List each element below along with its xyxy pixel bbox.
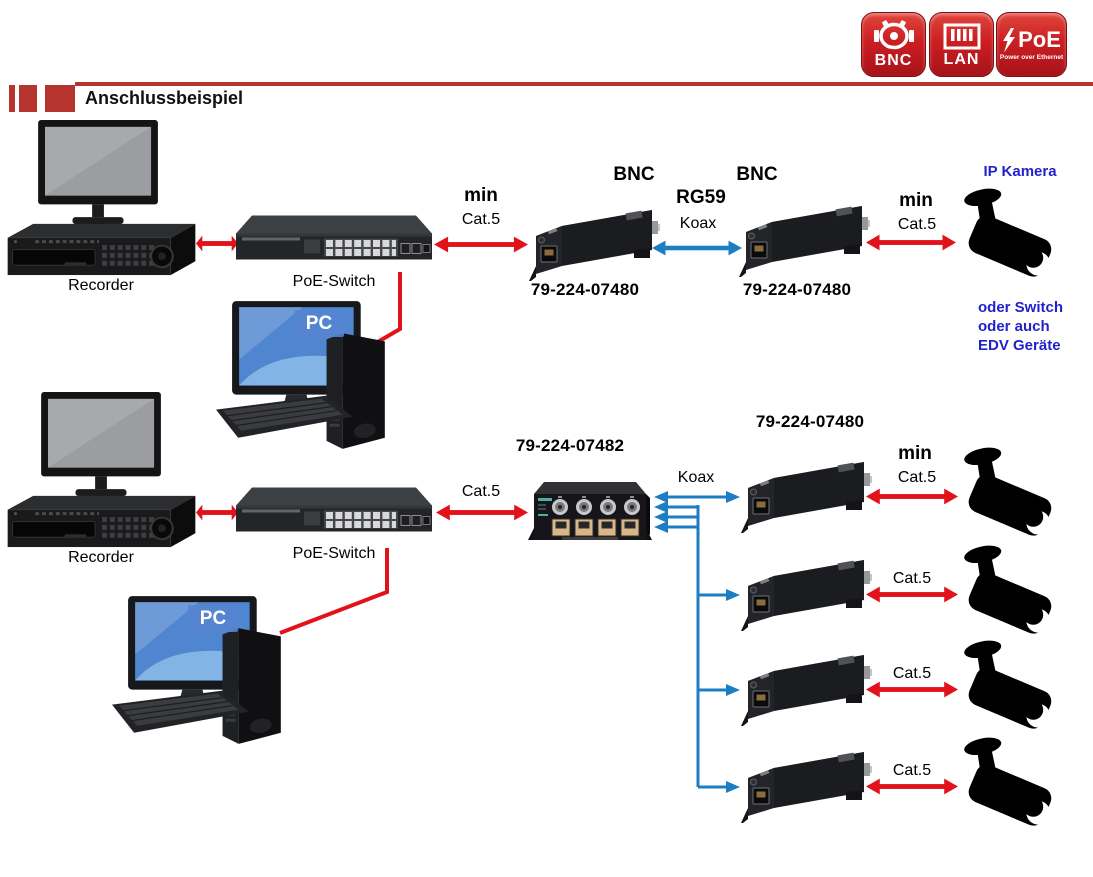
bnc-badge-label: BNC xyxy=(874,52,913,69)
extender-part-number-left: 79-224-07480 xyxy=(530,280,640,299)
extender-graphic-right xyxy=(738,205,870,278)
cat5-arrow-row4 xyxy=(866,778,958,795)
rj45-port-icon xyxy=(943,23,980,50)
extender-graphic-row4 xyxy=(740,751,872,824)
poe-switch-graphic-bottom xyxy=(234,481,434,538)
cat5-arrow-1 xyxy=(434,236,528,253)
cat5-label-row1: Cat.5 xyxy=(897,469,937,486)
min-label-row1: min xyxy=(898,443,932,464)
cat5-label-row2: Cat.5 xyxy=(892,570,932,587)
camera-graphic-row1 xyxy=(962,445,1055,540)
bnc-connector-icon xyxy=(873,20,914,50)
cat5-arrow-row2 xyxy=(866,586,958,603)
camera-graphic-row3 xyxy=(962,638,1055,733)
cat5-arrow-row3 xyxy=(866,681,958,698)
camera-note-line-1: oder Switch xyxy=(978,299,1064,316)
pc-screen-label-bottom: PC xyxy=(188,605,238,632)
extender-graphic-row3 xyxy=(740,654,872,727)
cat5-arrow-2 xyxy=(866,234,956,251)
ip-camera-label: IP Kamera xyxy=(983,163,1057,180)
poe-switch-graphic-top xyxy=(234,209,434,266)
extender-graphic-row2 xyxy=(740,559,872,632)
recorder-switch-arrow-bottom xyxy=(196,504,238,521)
rg59-label: RG59 xyxy=(676,187,726,208)
recorder-label-top: Recorder xyxy=(68,277,134,294)
recorder-graphic-bottom xyxy=(4,492,199,549)
cat5-arrow-row1 xyxy=(866,488,958,505)
bnc-label-right: BNC xyxy=(736,164,778,185)
min-label-1: min xyxy=(464,185,498,206)
monitor-graphic-top xyxy=(38,119,158,225)
recorder-label-bottom: Recorder xyxy=(68,549,134,566)
extender-graphic-row1 xyxy=(740,461,872,534)
hub-part-number: 79-224-07482 xyxy=(515,436,625,455)
lan-badge-label: LAN xyxy=(943,51,980,68)
monitor-graphic-bottom xyxy=(41,391,161,497)
camera-note-line-3: EDV Geräte xyxy=(978,337,1061,354)
lan-badge: LAN xyxy=(929,12,994,77)
koax-fanout-lines xyxy=(654,491,740,793)
koax-label-top: Koax xyxy=(679,215,717,232)
camera-note-line-2: oder auch xyxy=(978,318,1050,335)
extender-part-number-row1: 79-224-07480 xyxy=(755,412,865,431)
bnc-label-left: BNC xyxy=(613,164,655,185)
header-accent-bar-3 xyxy=(45,85,75,112)
cat5-label-row3: Cat.5 xyxy=(892,665,932,682)
bnc-badge: BNC xyxy=(861,12,926,77)
page-title: Anschlussbeispiel xyxy=(85,88,244,108)
header-accent-bar-2 xyxy=(19,85,37,112)
header-accent-bar-1 xyxy=(9,85,15,112)
poe-switch-label-top: PoE-Switch xyxy=(292,273,376,290)
koax-label-bottom: Koax xyxy=(677,469,715,486)
coax-hub-graphic xyxy=(528,481,652,541)
recorder-graphic-top xyxy=(4,220,199,277)
cat5-arrow-hub xyxy=(436,504,528,521)
extender-graphic-left xyxy=(528,209,660,282)
poe-badge: PoE Power over Ethernet xyxy=(996,12,1067,77)
poe-switch-label-bottom: PoE-Switch xyxy=(292,545,376,562)
camera-graphic-row4 xyxy=(962,735,1055,830)
poe-badge-subtitle: Power over Ethernet xyxy=(999,53,1064,61)
recorder-switch-arrow-top xyxy=(196,235,238,252)
lightning-bolt-icon xyxy=(1003,27,1016,53)
koax-arrow xyxy=(652,240,742,256)
cat5-label-2: Cat.5 xyxy=(897,216,937,233)
camera-graphic-top xyxy=(962,186,1055,281)
cat5-label-row4: Cat.5 xyxy=(892,762,932,779)
extender-part-number-right: 79-224-07480 xyxy=(742,280,852,299)
min-label-2: min xyxy=(899,190,933,211)
cat5-label-hub: Cat.5 xyxy=(461,483,501,500)
camera-graphic-row2 xyxy=(962,543,1055,638)
pc-screen-label-top: PC xyxy=(294,310,344,337)
cat5-label-1: Cat.5 xyxy=(461,211,501,228)
header-accent-line xyxy=(75,82,1093,86)
poe-badge-label: PoE xyxy=(1018,27,1061,53)
